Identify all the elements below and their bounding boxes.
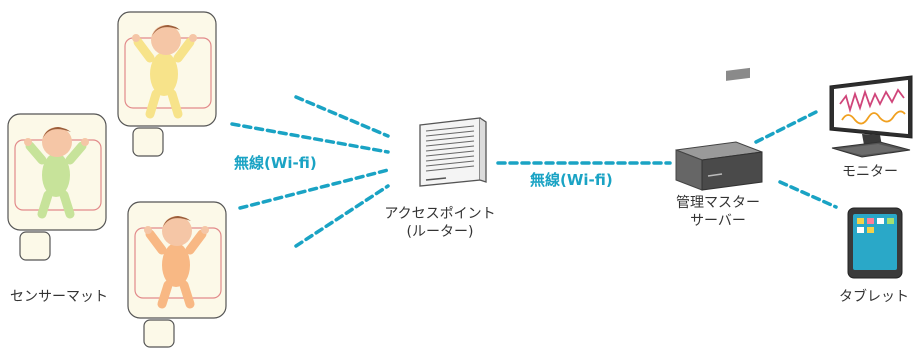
wireless-label-left: 無線(Wi-fi) (234, 154, 317, 172)
baby-green-icon (24, 127, 89, 219)
router-label: (ルーター) (406, 224, 474, 240)
sensor-mat-left (7, 113, 107, 261)
monitor-label: モニター (842, 164, 898, 180)
tablet-icon (847, 207, 903, 279)
baby-yellow-icon (132, 25, 197, 119)
baby-orange-icon (144, 216, 209, 309)
sensor-mat-label: センサーマット (10, 289, 108, 305)
sensor-mat-bottom (127, 201, 227, 348)
sensor-mat-top (117, 11, 217, 157)
wifi-lines-right (754, 108, 838, 209)
server-icon (675, 67, 763, 191)
router-icon (419, 117, 487, 187)
wireless-label-right: 無線(Wi-fi) (530, 171, 613, 189)
wifi-lines-left (230, 95, 390, 248)
access-point-label: アクセスポイント (384, 206, 496, 222)
tablet-label: タブレット (839, 289, 909, 305)
server-label-line2: サーバー (690, 213, 746, 229)
monitor-icon (829, 75, 913, 158)
server-label-line1: 管理マスター (676, 195, 760, 211)
